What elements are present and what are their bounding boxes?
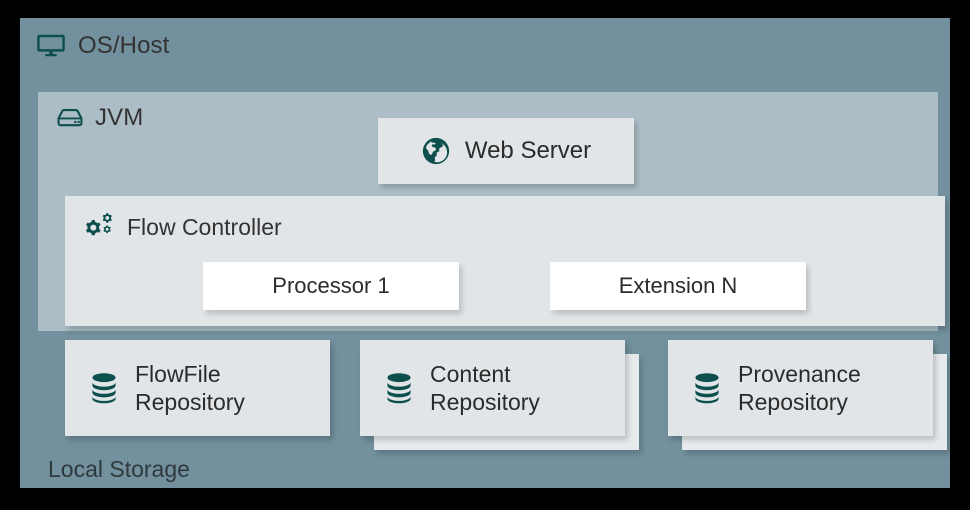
flowfile-repository[interactable]: FlowFile Repository xyxy=(65,340,330,436)
provenance-repository-label: Provenance Repository xyxy=(738,361,861,415)
content-repository[interactable]: Content Repository xyxy=(360,340,639,450)
flow-controller-boxes: Processor 1 Extension N xyxy=(65,262,945,310)
cogs-icon xyxy=(83,212,115,242)
content-repository-label: Content Repository xyxy=(430,361,540,415)
globe-icon xyxy=(421,136,451,166)
repository-row: FlowFile Repository xyxy=(20,322,950,452)
database-icon xyxy=(89,372,119,404)
provenance-repository-card[interactable]: Provenance Repository xyxy=(668,340,933,436)
extension-n-box[interactable]: Extension N xyxy=(550,262,806,310)
flow-controller-panel: Flow Controller Processor 1 Extension N xyxy=(65,196,945,326)
flow-controller-header: Flow Controller xyxy=(65,196,945,242)
web-server-label: Web Server xyxy=(464,137,592,164)
flowfile-repository-label: FlowFile Repository xyxy=(135,361,245,415)
web-server-box[interactable]: Web Server xyxy=(378,118,634,184)
os-host-label: OS/Host xyxy=(78,32,170,59)
content-repository-card[interactable]: Content Repository xyxy=(360,340,625,436)
processor-1-label: Processor 1 xyxy=(272,273,390,298)
desktop-monitor-icon xyxy=(36,31,66,61)
os-host-panel: OS/Host JVM xyxy=(20,18,950,488)
os-host-header: OS/Host xyxy=(20,18,950,74)
flow-controller-label: Flow Controller xyxy=(127,213,282,240)
extension-n-label: Extension N xyxy=(618,273,738,298)
processor-1-box[interactable]: Processor 1 xyxy=(203,262,459,310)
hard-drive-icon xyxy=(56,104,84,132)
database-icon xyxy=(692,372,722,404)
provenance-repository[interactable]: Provenance Repository xyxy=(668,340,947,450)
database-icon xyxy=(384,372,414,404)
jvm-label: JVM xyxy=(95,104,144,131)
flowfile-repository-card[interactable]: FlowFile Repository xyxy=(65,340,330,436)
jvm-header: JVM xyxy=(38,92,938,144)
local-storage-label: Local Storage xyxy=(48,456,190,482)
